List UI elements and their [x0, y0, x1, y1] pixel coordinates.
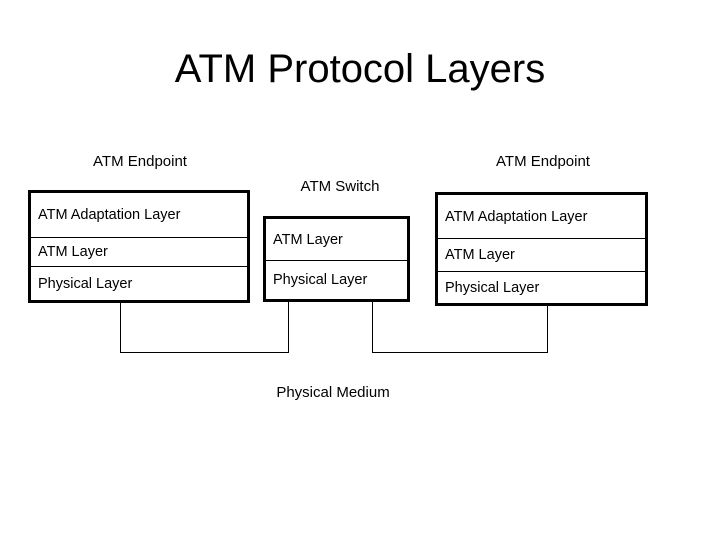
right-layer-physical-label: Physical Layer	[445, 279, 540, 296]
right-layer-adaptation-label: ATM Adaptation Layer	[445, 208, 588, 225]
left-layer-atm-label: ATM Layer	[38, 244, 108, 260]
right-endpoint-stack: ATM Adaptation Layer ATM Layer Physical …	[435, 192, 648, 306]
switch-layer-atm-label: ATM Layer	[273, 231, 343, 248]
physical-medium-caption: Physical Medium	[276, 384, 390, 401]
connector-right-endpoint-drop	[547, 306, 548, 353]
left-endpoint-caption: ATM Endpoint	[93, 153, 187, 170]
left-endpoint-stack: ATM Adaptation Layer ATM Layer Physical …	[28, 190, 250, 303]
left-layer-adaptation: ATM Adaptation Layer	[31, 193, 247, 238]
left-layer-physical: Physical Layer	[31, 267, 247, 300]
right-layer-atm-label: ATM Layer	[445, 247, 515, 263]
connector-right-link	[372, 352, 548, 353]
switch-stack: ATM Layer Physical Layer	[263, 216, 410, 302]
left-layer-adaptation-label: ATM Adaptation Layer	[38, 207, 181, 223]
left-layer-physical-label: Physical Layer	[38, 275, 133, 292]
connector-switch-left-drop	[288, 302, 289, 353]
switch-caption: ATM Switch	[300, 178, 380, 195]
right-endpoint-caption: ATM Endpoint	[496, 153, 590, 170]
connector-left-endpoint-drop	[120, 303, 121, 353]
right-layer-physical: Physical Layer	[438, 272, 645, 303]
switch-layer-physical-label: Physical Layer	[273, 272, 368, 288]
right-layer-atm: ATM Layer	[438, 239, 645, 272]
left-layer-atm: ATM Layer	[31, 238, 247, 267]
page-title: ATM Protocol Layers	[174, 47, 546, 91]
connector-switch-right-drop	[372, 302, 373, 353]
right-layer-adaptation: ATM Adaptation Layer	[438, 195, 645, 239]
switch-layer-atm: ATM Layer	[266, 219, 407, 261]
switch-layer-physical: Physical Layer	[266, 261, 407, 299]
connector-left-link	[120, 352, 289, 353]
